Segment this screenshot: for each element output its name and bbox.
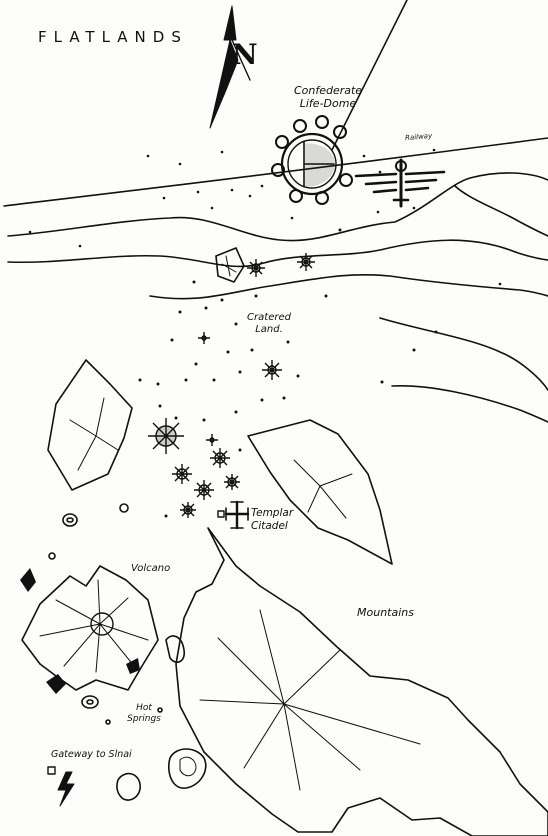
label-flatlands: FLATLANDS	[38, 28, 188, 46]
right-plateau	[247, 419, 393, 565]
templar-cross-icon	[224, 500, 250, 530]
life-dome-icon	[271, 115, 353, 205]
crater-group	[148, 253, 315, 518]
coastline-band-4	[391, 384, 548, 423]
coastline-band-2	[149, 273, 548, 300]
label-confederate-life-dome: Confederate Life-Dome	[293, 84, 363, 110]
templar-eagle-icon	[354, 158, 446, 208]
compass-rose-icon	[209, 5, 251, 129]
left-plateau	[47, 359, 133, 491]
label-mountains: Mountains	[357, 606, 414, 619]
hot-spring-pool-2	[168, 748, 207, 789]
railway-branch	[331, 0, 408, 151]
gateway-lightning-icon	[47, 766, 75, 807]
label-cratered-land: Cratered Land.	[247, 312, 291, 335]
hot-spring-pool-3	[116, 772, 141, 801]
compass-letter: N	[232, 38, 258, 71]
label-templar-citadel: Templar Citadel	[251, 507, 294, 532]
coast-wave-right	[454, 185, 548, 237]
coastline-band-3	[379, 317, 548, 391]
label-hot-springs: Hot Springs	[127, 703, 161, 724]
label-volcano: Volcano	[131, 563, 171, 574]
label-gateway-to-slnai: Gateway to Slnai	[51, 749, 132, 760]
terrain-dots	[28, 148, 502, 518]
coastline-upper	[7, 172, 548, 242]
railway-line	[3, 137, 548, 207]
volcano-shape	[21, 565, 159, 691]
rock-plateau	[215, 247, 245, 283]
coastline-band-1	[7, 239, 548, 268]
mountains-shape	[175, 527, 548, 836]
hot-spring-pool-1	[165, 635, 186, 663]
